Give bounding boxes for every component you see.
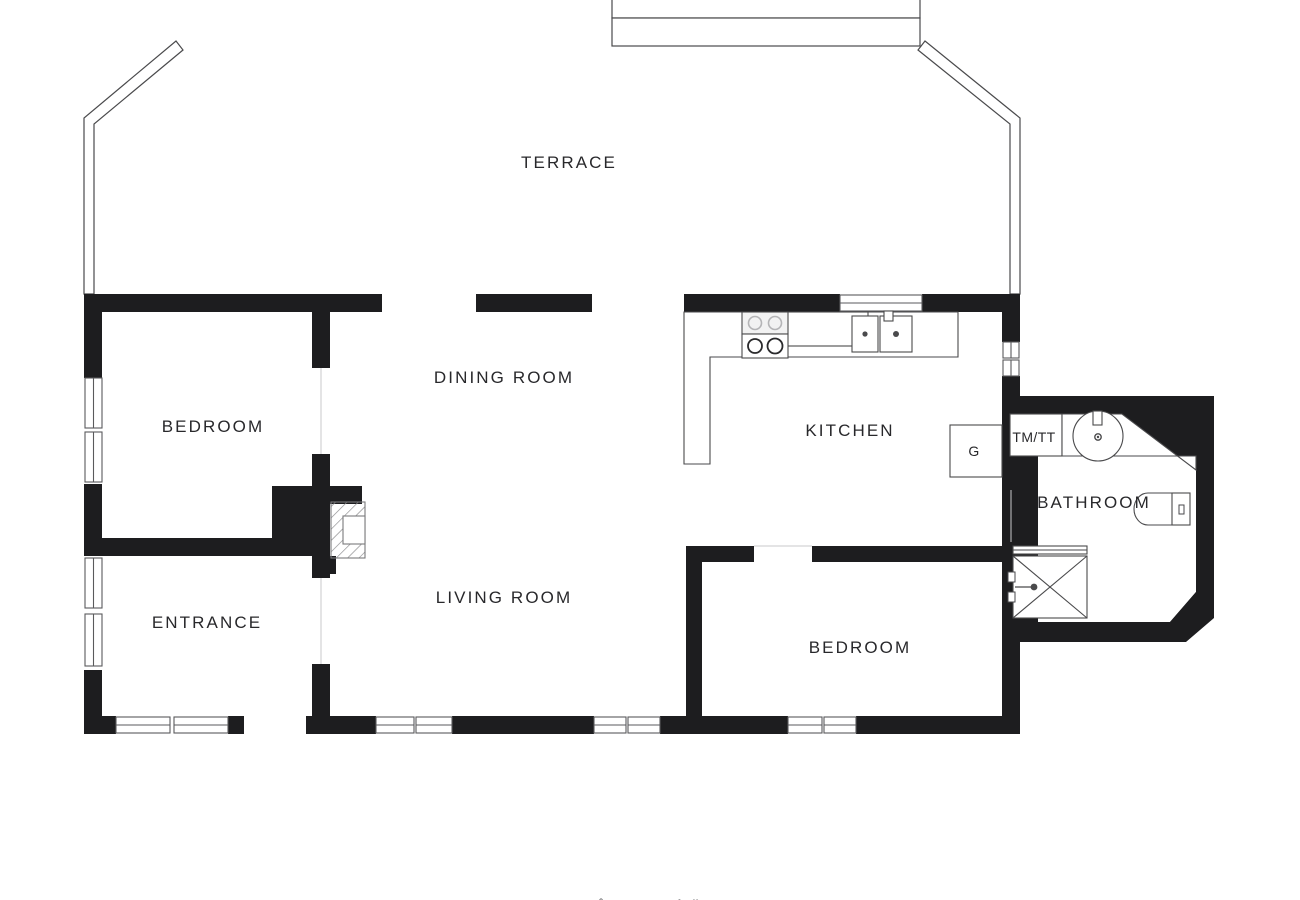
- terrace-outline: [83, 0, 1021, 295]
- bathroom-sink: [1072, 410, 1124, 462]
- toilet: [1133, 492, 1191, 526]
- interior-walls: [102, 294, 1020, 734]
- window-bottom-entrance: [115, 716, 229, 734]
- laundry-box: [1009, 413, 1063, 457]
- window-bottom-living-right: [593, 716, 661, 734]
- footer-disclaimer: Måtten är ungefärliga: [586, 897, 713, 900]
- shower-enclosure: [1007, 545, 1088, 619]
- window-top-kitchen: [839, 294, 923, 312]
- appliance-g: [949, 424, 1003, 478]
- window-bottom-bedroom2: [787, 716, 857, 734]
- fixture-label-laundry: TM/TT: [1012, 429, 1056, 445]
- fireplace: [330, 501, 366, 559]
- window-symbols: [84, 294, 1020, 734]
- exterior-walls: [84, 294, 1020, 734]
- kitchen-sink: [851, 310, 913, 353]
- window-right-kitchen: [1002, 341, 1020, 377]
- fixture-label-appliance-g: G: [968, 443, 980, 459]
- window-bottom-living-left: [375, 716, 453, 734]
- kitchen-counter: [683, 311, 959, 465]
- window-left-upper: [84, 377, 103, 483]
- door-openings: [320, 368, 1012, 664]
- stove-cooktop: [741, 311, 789, 359]
- window-left-lower: [84, 557, 103, 667]
